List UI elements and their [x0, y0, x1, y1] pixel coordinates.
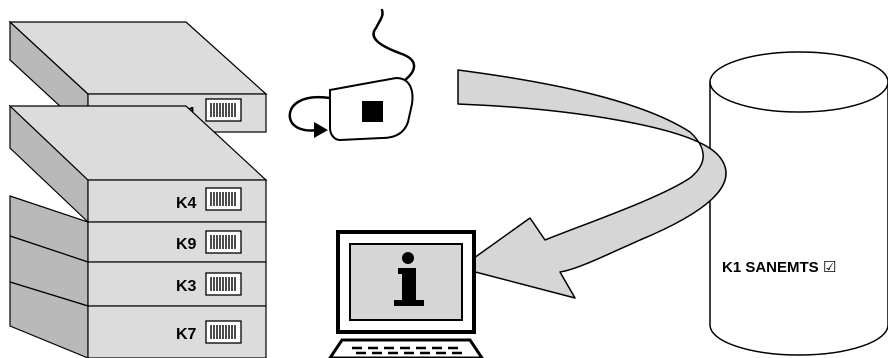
server-label: K4 [176, 195, 197, 212]
barcode-icon [206, 99, 241, 121]
barcode-icon [206, 231, 241, 253]
database-cylinder-icon [710, 52, 888, 355]
card-reader-icon [290, 10, 414, 140]
info-terminal-icon [330, 232, 482, 358]
server-label: K7 [176, 326, 197, 343]
database-label: K1 SANEMTS ☑ [722, 259, 836, 276]
curved-arrow-icon [458, 70, 726, 298]
server-label: K3 [176, 278, 197, 295]
server-label: K9 [176, 236, 197, 253]
barcode-icon [206, 321, 241, 343]
barcode-icon [206, 273, 241, 295]
server-stack: K1 K4 K9 [10, 22, 266, 358]
barcode-icon [206, 188, 241, 210]
